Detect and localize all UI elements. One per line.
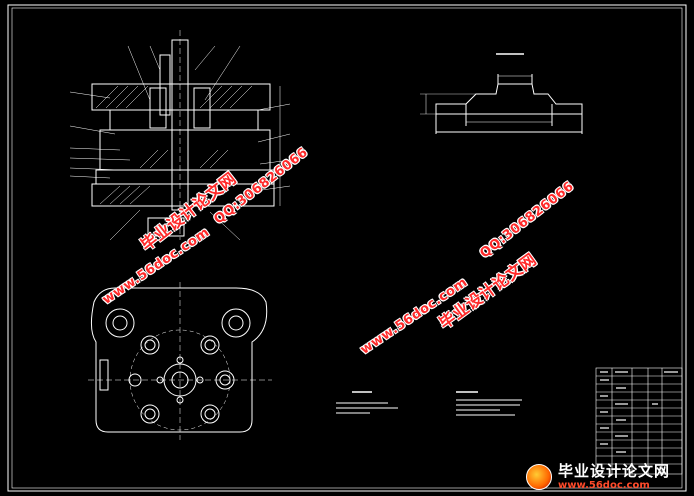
logo-url: www.56doc.com xyxy=(558,479,650,491)
guide-hole-right xyxy=(221,308,251,338)
section-hatching xyxy=(95,85,253,205)
punch-holder xyxy=(99,129,271,171)
guide-hole-right-inner xyxy=(228,315,244,331)
knock-out-pin xyxy=(159,54,171,116)
logo-title: 毕业设计论文网 xyxy=(558,461,671,480)
guide-bush-right xyxy=(193,87,211,129)
part-profile-view xyxy=(420,53,583,134)
leader-lines xyxy=(69,45,291,241)
guide-bush-left xyxy=(149,87,167,129)
site-logo: 毕业设计论文网 www.56doc.com xyxy=(526,462,686,492)
logo-icon xyxy=(526,464,552,490)
sheet-frame xyxy=(7,4,687,492)
plan-view xyxy=(88,282,272,440)
lower-die-block xyxy=(95,169,275,185)
assembly-section-view xyxy=(69,30,291,241)
pilot-nut xyxy=(147,217,185,237)
plate-outline xyxy=(90,287,268,433)
guide-hole-left-inner xyxy=(112,315,128,331)
guide-hole-left xyxy=(105,308,135,338)
part-profile xyxy=(435,83,583,115)
sheet-inner-frame xyxy=(11,7,683,489)
bottom-plate xyxy=(91,183,275,207)
title-block xyxy=(595,367,683,475)
upper-die-block xyxy=(109,109,259,131)
top-plate xyxy=(91,83,271,111)
technical-notes xyxy=(336,391,522,416)
